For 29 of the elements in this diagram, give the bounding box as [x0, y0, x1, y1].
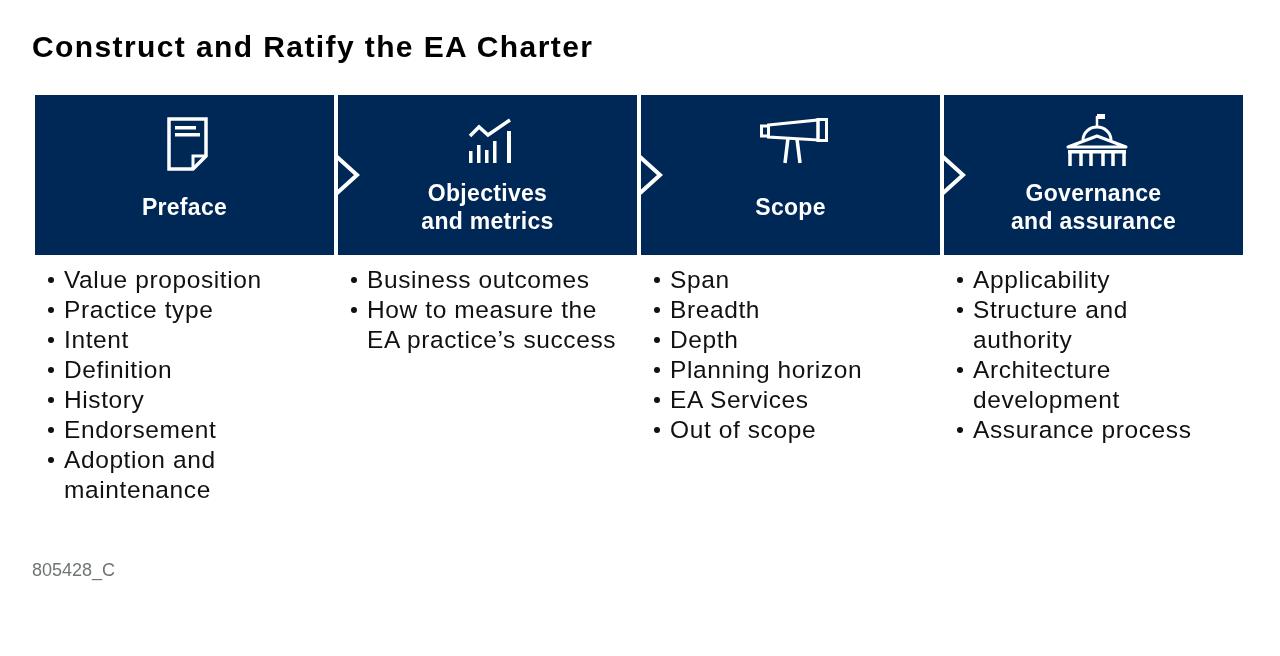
step-heading: Preface: [141, 193, 228, 221]
step-heading: Governance and assurance: [1010, 179, 1177, 235]
bullet-text: Assurance process: [973, 415, 1192, 445]
bullet-text: Architecture development: [973, 355, 1121, 415]
step-panel: [944, 95, 1243, 255]
bullet-text: Applicability: [973, 265, 1111, 295]
bullet-text: Practice type: [64, 295, 214, 325]
bullet-text: Business outcomes: [367, 265, 590, 295]
bullet-text: EA Services: [670, 385, 809, 415]
step-heading: Scope: [755, 193, 826, 221]
bullet-text: Intent: [64, 325, 129, 355]
bullet-text: Definition: [64, 355, 173, 385]
bullet-text: Endorsement: [64, 415, 217, 445]
bullet-text: Planning horizon: [670, 355, 863, 385]
bullet-text: History: [64, 385, 145, 415]
bullet-text: Value proposition: [64, 265, 262, 295]
bullet-text: How to measure the EA practice’s success: [367, 295, 618, 355]
bullet-text: Out of scope: [670, 415, 817, 445]
step-heading: Objectives and metrics: [420, 179, 555, 235]
diagram-title: Construct and Ratify the EA Charter: [32, 29, 594, 65]
step-panel: [35, 95, 334, 255]
step-panel: [338, 95, 637, 255]
bullet-text: Span: [670, 265, 730, 295]
bullet-text: Structure and authority: [973, 295, 1129, 355]
figure-id-note: 805428_C: [32, 559, 116, 581]
bullet-text: Depth: [670, 325, 739, 355]
bullet-text: Breadth: [670, 295, 760, 325]
bullet-text: Adoption and maintenance: [64, 445, 217, 505]
step-panel: [641, 95, 940, 255]
